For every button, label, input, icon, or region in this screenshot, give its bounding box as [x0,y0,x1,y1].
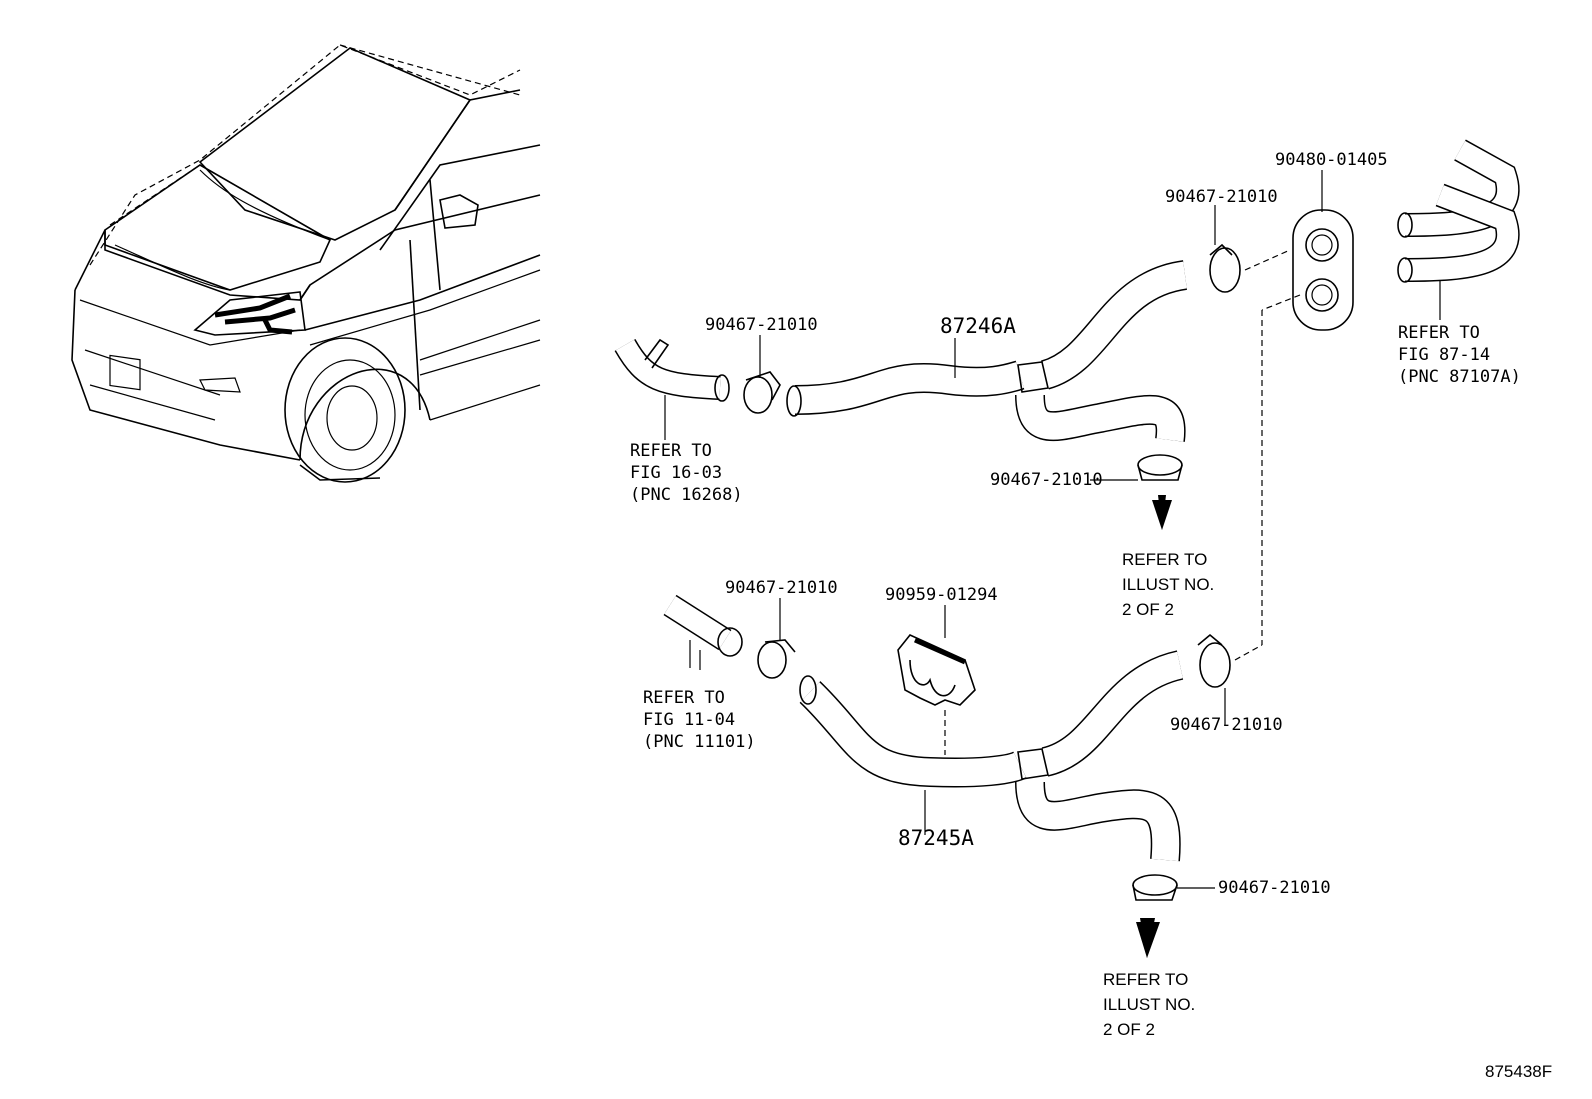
clamp-lower-left [757,598,796,679]
svg-text:REFER TO: REFER TO [1398,323,1480,343]
clamp-lower-bottom [1132,874,1215,958]
svg-text:(PNC 11101): (PNC 11101) [643,732,756,752]
label-clamp-lower-bottom: 90467-21010 [1218,878,1331,898]
lower-assembly [663,594,1263,958]
svg-text:REFER TO: REFER TO [1103,970,1188,989]
clamp-lower-right [1197,633,1263,725]
diagram-id: 875438F [1485,1062,1552,1081]
ref-fig-16-03: REFER TO FIG 16-03 (PNC 16268) [630,441,743,505]
svg-text:2 OF 2: 2 OF 2 [1122,600,1174,619]
svg-text:ILLUST NO.: ILLUST NO. [1122,575,1214,594]
svg-text:(PNC 16268): (PNC 16268) [630,485,743,505]
svg-text:REFER TO: REFER TO [643,688,725,708]
clamp-upper-right [1209,205,1291,293]
svg-text:REFER TO: REFER TO [1122,550,1207,569]
svg-text:FIG 16-03: FIG 16-03 [630,463,722,483]
upper-assembly [614,139,1520,645]
clamp-upper-left [743,335,781,414]
hose-87246a [786,260,1188,442]
clamp-upper-mid [1090,454,1183,530]
svg-text:FIG 11-04: FIG 11-04 [643,710,735,730]
label-clamp-top-left: 90467-21010 [705,315,818,335]
label-clamp-lower-right: 90467-21010 [1170,715,1283,735]
pipe-fig-16-03 [614,338,730,440]
vehicle-illustration [71,44,541,483]
ref-illust-upper: REFER TO ILLUST NO. 2 OF 2 [1122,550,1214,619]
grommet-90480-01405 [1261,170,1354,645]
ref-fig-11-04: REFER TO FIG 11-04 (PNC 11101) [643,688,756,752]
hose-87245a [799,650,1184,862]
pipes-fig-87-14 [1397,139,1520,320]
ref-fig-87-14: REFER TO FIG 87-14 (PNC 87107A) [1398,323,1521,387]
clip-90959-01294 [897,605,976,755]
svg-text:ILLUST NO.: ILLUST NO. [1103,995,1195,1014]
label-grommet-90480-01405: 90480-01405 [1275,150,1388,170]
label-hose-87246a: 87246A [940,314,1016,338]
svg-text:REFER TO: REFER TO [630,441,712,461]
labels: 90480-01405 90467-21010 90467-21010 8724… [630,150,1552,1081]
label-clamp-upper-mid: 90467-21010 [990,470,1103,490]
svg-text:(PNC 87107A): (PNC 87107A) [1398,367,1521,387]
label-clamp-top-right: 90467-21010 [1165,187,1278,207]
svg-text:FIG 87-14: FIG 87-14 [1398,345,1490,365]
ref-illust-lower: REFER TO ILLUST NO. 2 OF 2 [1103,970,1195,1039]
pipe-fig-11-04 [663,594,743,670]
svg-text:2 OF 2: 2 OF 2 [1103,1020,1155,1039]
label-clip-90959-01294: 90959-01294 [885,585,998,605]
label-clamp-lower-left: 90467-21010 [725,578,838,598]
label-hose-87245a: 87245A [898,826,974,850]
